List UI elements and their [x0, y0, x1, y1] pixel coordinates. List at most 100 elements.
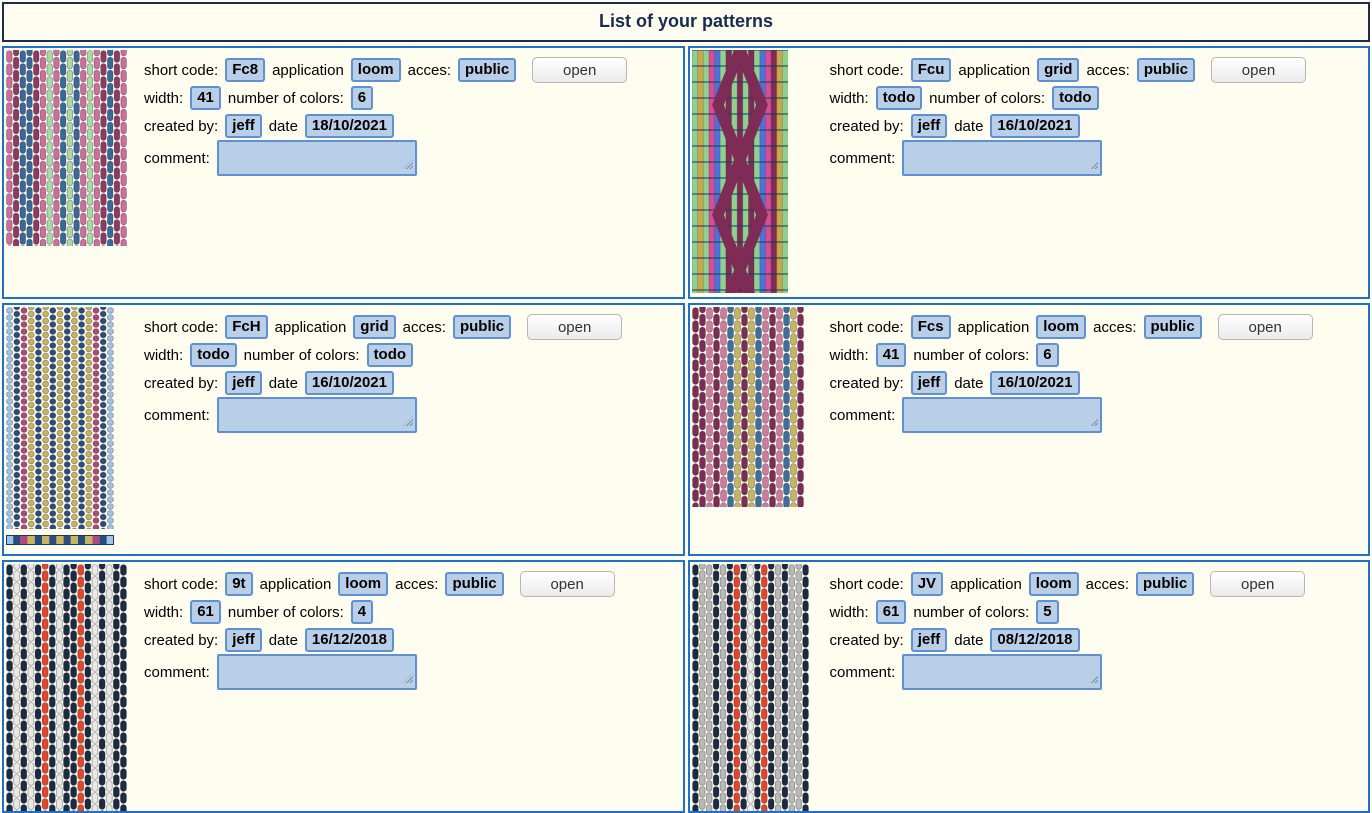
application-value[interactable]: loom	[351, 58, 401, 82]
card-row-identity: short code: 9t application loom acces: p…	[144, 570, 677, 598]
date-label: date	[954, 632, 983, 649]
cards-grid: short code: Fc8 application loom acces: …	[2, 46, 1370, 813]
width-value[interactable]: todo	[190, 343, 236, 367]
acces-label: acces:	[408, 62, 451, 79]
number-of-colors-value[interactable]: 4	[351, 600, 373, 624]
open-button[interactable]: open	[1210, 571, 1305, 597]
date-value[interactable]: 16/10/2021	[990, 371, 1079, 395]
date-value[interactable]: 18/10/2021	[305, 114, 394, 138]
number-of-colors-value[interactable]: 6	[1036, 343, 1058, 367]
card-row-dimensions: width: 61 number of colors: 5	[830, 598, 1363, 626]
application-value[interactable]: loom	[338, 572, 388, 596]
card-row-dimensions: width: 41 number of colors: 6	[830, 341, 1363, 369]
card-row-comment: comment:	[830, 397, 1363, 433]
pattern-card: short code: FcH application grid acces: …	[2, 303, 685, 556]
pattern-preview-image	[692, 307, 804, 507]
number-of-colors-label: number of colors:	[929, 90, 1045, 107]
acces-value[interactable]: public	[458, 58, 516, 82]
comment-label: comment:	[144, 407, 210, 424]
width-value[interactable]: 41	[190, 86, 221, 110]
pattern-info: short code: 9t application loom acces: p…	[144, 570, 677, 690]
number-of-colors-value[interactable]: 6	[351, 86, 373, 110]
open-button[interactable]: open	[527, 314, 622, 340]
card-row-meta: created by: jeff date 16/12/2018	[144, 626, 677, 654]
application-value[interactable]: grid	[1037, 58, 1079, 82]
card-row-comment: comment:	[144, 654, 677, 690]
application-value[interactable]: loom	[1029, 572, 1079, 596]
created-by-label: created by:	[144, 375, 218, 392]
comment-textarea-wrap	[902, 654, 1102, 690]
created-by-value[interactable]: jeff	[225, 114, 262, 138]
created-by-value[interactable]: jeff	[911, 628, 948, 652]
date-value[interactable]: 16/10/2021	[305, 371, 394, 395]
card-row-meta: created by: jeff date 16/10/2021	[144, 369, 677, 397]
application-value[interactable]: grid	[353, 315, 395, 339]
open-button[interactable]: open	[532, 57, 627, 83]
short-code-label: short code:	[144, 62, 218, 79]
created-by-value[interactable]: jeff	[225, 628, 262, 652]
open-button[interactable]: open	[520, 571, 615, 597]
comment-textarea[interactable]	[217, 654, 417, 690]
comment-label: comment:	[830, 664, 896, 681]
comment-textarea[interactable]	[217, 397, 417, 433]
short-code-value[interactable]: JV	[911, 572, 943, 596]
comment-textarea[interactable]	[902, 140, 1102, 176]
width-value[interactable]: 61	[876, 600, 907, 624]
short-code-value[interactable]: Fcu	[911, 58, 952, 82]
comment-textarea-wrap	[217, 654, 417, 690]
created-by-label: created by:	[830, 375, 904, 392]
card-row-comment: comment:	[144, 397, 677, 433]
application-value[interactable]: loom	[1036, 315, 1086, 339]
date-value[interactable]: 08/12/2018	[990, 628, 1079, 652]
card-row-identity: short code: JV application loom acces: p…	[830, 570, 1363, 598]
width-label: width:	[830, 347, 869, 364]
comment-textarea[interactable]	[217, 140, 417, 176]
acces-value[interactable]: public	[453, 315, 511, 339]
open-button[interactable]: open	[1211, 57, 1306, 83]
created-by-value[interactable]: jeff	[911, 114, 948, 138]
pattern-info: short code: FcH application grid acces: …	[144, 313, 677, 433]
card-row-meta: created by: jeff date 18/10/2021	[144, 112, 677, 140]
width-value[interactable]: todo	[876, 86, 922, 110]
comment-label: comment:	[830, 150, 896, 167]
date-value[interactable]: 16/12/2018	[305, 628, 394, 652]
pattern-preview-image	[692, 50, 788, 293]
created-by-label: created by:	[830, 632, 904, 649]
pattern-card: short code: 9t application loom acces: p…	[2, 560, 685, 813]
width-value[interactable]: 41	[876, 343, 907, 367]
application-label: application	[958, 319, 1030, 336]
comment-textarea[interactable]	[902, 397, 1102, 433]
number-of-colors-value[interactable]: todo	[367, 343, 413, 367]
acces-value[interactable]: public	[1136, 572, 1194, 596]
acces-value[interactable]: public	[1144, 315, 1202, 339]
short-code-value[interactable]: Fc8	[225, 58, 265, 82]
acces-value[interactable]: public	[445, 572, 503, 596]
comment-textarea-wrap	[902, 397, 1102, 433]
card-row-identity: short code: Fc8 application loom acces: …	[144, 56, 677, 84]
comment-textarea-wrap	[902, 140, 1102, 176]
short-code-value[interactable]: Fcs	[911, 315, 951, 339]
date-label: date	[954, 118, 983, 135]
number-of-colors-value[interactable]: 5	[1036, 600, 1058, 624]
pattern-card: short code: Fc8 application loom acces: …	[2, 46, 685, 299]
created-by-label: created by:	[144, 118, 218, 135]
number-of-colors-label: number of colors:	[913, 604, 1029, 621]
width-value[interactable]: 61	[190, 600, 221, 624]
short-code-value[interactable]: 9t	[225, 572, 252, 596]
short-code-value[interactable]: FcH	[225, 315, 267, 339]
pattern-info: short code: Fcs application loom acces: …	[830, 313, 1363, 433]
card-row-comment: comment:	[144, 140, 677, 176]
pattern-info: short code: Fcu application grid acces: …	[830, 56, 1363, 176]
acces-value[interactable]: public	[1137, 58, 1195, 82]
date-value[interactable]: 16/10/2021	[990, 114, 1079, 138]
created-by-value[interactable]: jeff	[225, 371, 262, 395]
acces-label: acces:	[1086, 576, 1129, 593]
created-by-value[interactable]: jeff	[911, 371, 948, 395]
date-label: date	[954, 375, 983, 392]
open-button[interactable]: open	[1218, 314, 1313, 340]
card-row-comment: comment:	[830, 654, 1363, 690]
pattern-preview-image	[6, 307, 114, 545]
comment-textarea[interactable]	[902, 654, 1102, 690]
number-of-colors-value[interactable]: todo	[1052, 86, 1098, 110]
pattern-card: short code: Fcs application loom acces: …	[688, 303, 1371, 556]
